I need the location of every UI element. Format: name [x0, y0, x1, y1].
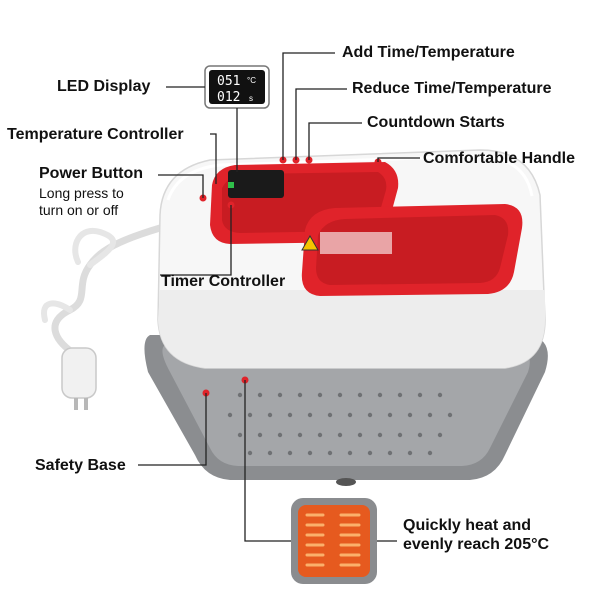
power-cord: [41, 224, 164, 356]
countdown-starts-label: Countdown Starts: [367, 114, 505, 131]
leader-lines: [138, 52, 420, 542]
led-temperature-unit: °C: [247, 76, 256, 85]
heat-claim-line2: evenly reach 205°C: [403, 536, 550, 553]
power-button-note-line1: Long press to: [39, 185, 124, 201]
safety-base-label: Safety Base: [35, 457, 126, 474]
led-time-unit: s: [249, 94, 253, 103]
comfortable-handle: [210, 162, 523, 296]
timer-controller-label: Timer Controller: [161, 273, 286, 290]
power-indicator-light: [228, 182, 234, 188]
power-button-note-line2: turn on or off: [39, 202, 119, 218]
heat-claim-line1: Quickly heat and: [403, 517, 532, 534]
heating-plate-inset: [291, 498, 377, 584]
power-plug: [61, 347, 97, 410]
warning-sticker: [301, 232, 392, 254]
body-led-screen: [228, 170, 284, 198]
comfortable-handle-label: Comfortable Handle: [423, 150, 576, 167]
led-time-value: 012: [217, 90, 240, 105]
led-display-inset: 051 °C 012 s: [204, 65, 270, 109]
temperature-controller-label: Temperature Controller: [7, 126, 184, 143]
reduce-time-temperature-label: Reduce Time/Temperature: [352, 80, 552, 97]
led-display-label: LED Display: [57, 78, 151, 95]
power-button-label: Power Button: [39, 165, 143, 182]
control-panel: [228, 170, 284, 198]
led-temperature-value: 051: [217, 74, 240, 89]
add-time-temperature-label: Add Time/Temperature: [342, 44, 515, 61]
